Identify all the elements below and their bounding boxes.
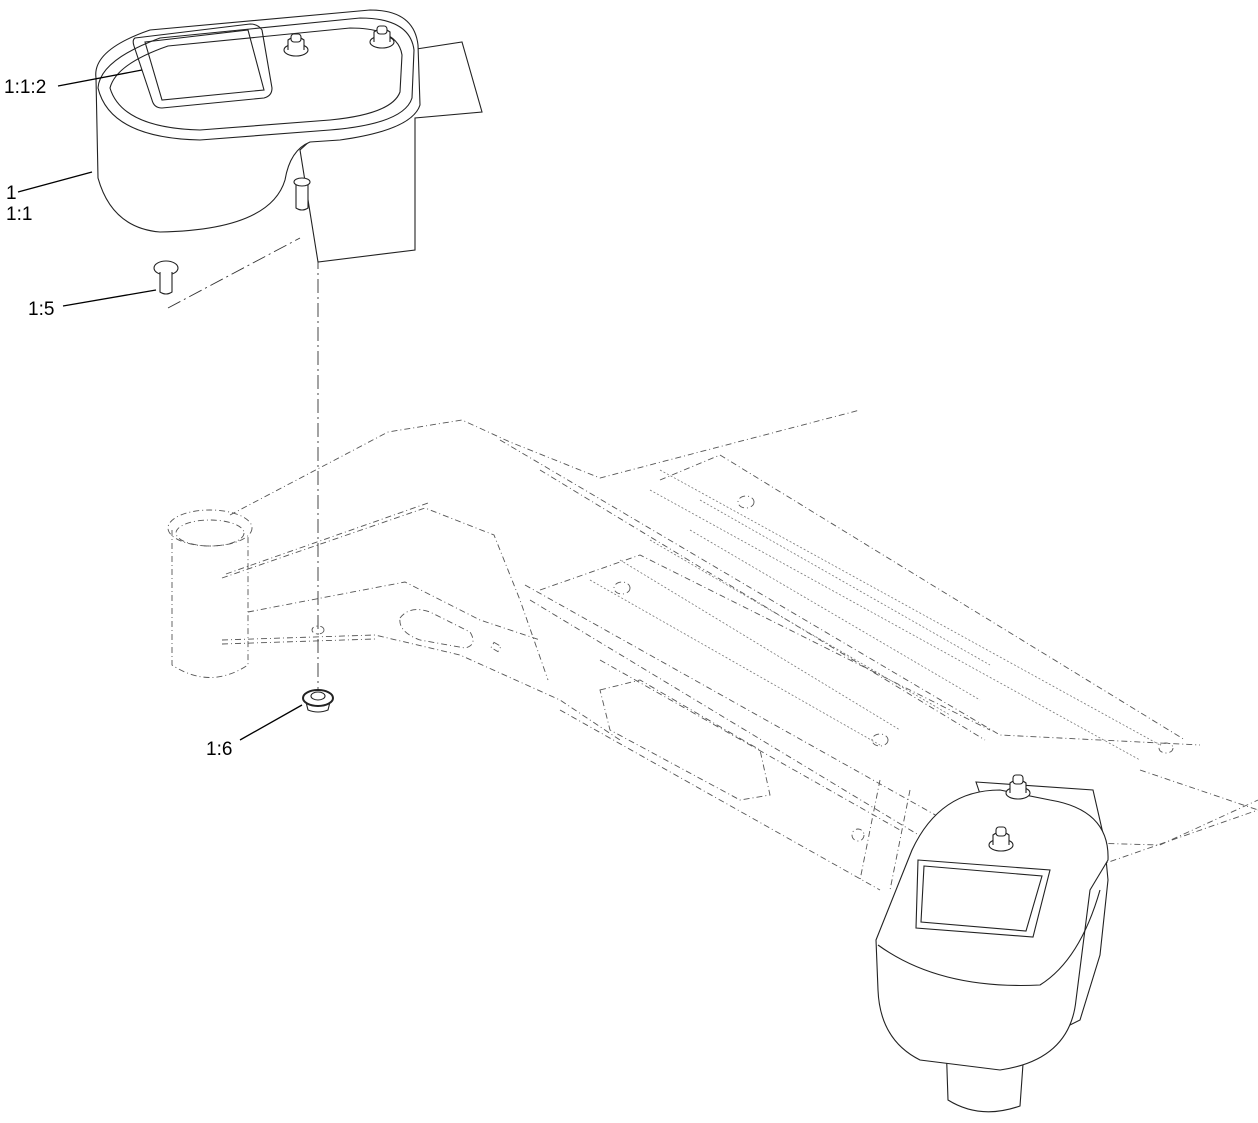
callout-1-1-2: 1:1:2	[4, 77, 47, 98]
hex-nut-3	[1005, 774, 1031, 800]
hex-nut-4	[988, 826, 1014, 852]
callout-1-1: 1:1	[6, 204, 33, 225]
callout-1: 1	[6, 183, 17, 204]
callout-1-5: 1:5	[28, 299, 55, 320]
leader-1-1-2	[57, 69, 143, 87]
assembly-centerline-rivet	[167, 237, 301, 309]
frame-arm	[167, 409, 861, 741]
hood-assembly-upper	[95, 9, 483, 263]
callout-1-6: 1:6	[206, 739, 233, 760]
flange-nut	[302, 689, 334, 713]
leader-1	[17, 171, 93, 193]
hex-nut-2	[369, 25, 395, 49]
push-rivet	[153, 260, 179, 295]
hex-nut-1	[283, 33, 309, 57]
leader-lines	[17, 69, 303, 741]
foot-platform	[499, 439, 1258, 901]
leader-1-6	[239, 704, 303, 741]
leader-1-5	[62, 289, 157, 307]
hood-assembly-installed	[875, 774, 1109, 1113]
